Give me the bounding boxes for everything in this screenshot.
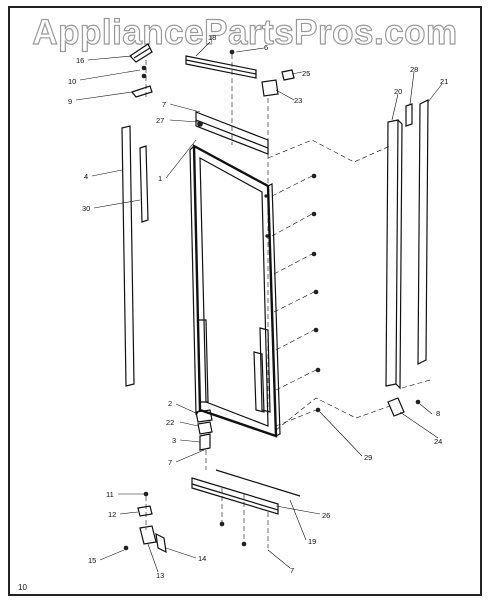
callout-7-bottom: 7 (290, 566, 294, 575)
callout-1: 1 (158, 174, 162, 183)
callout-24: 24 (434, 437, 442, 446)
door-frame (189, 143, 281, 438)
callout-labels: 16 18 6 25 28 21 10 9 23 20 7 27 1 4 30 … (68, 33, 448, 580)
right-trim-strips (385, 99, 431, 390)
callout-9: 9 (68, 97, 72, 106)
callout-11: 11 (106, 490, 114, 499)
bottom-hinge-bar (191, 469, 301, 548)
callout-16: 16 (76, 56, 84, 65)
callout-27: 27 (156, 116, 164, 125)
callout-8: 8 (436, 409, 440, 418)
watermark: AppliancePartsPros.com (32, 13, 457, 52)
callout-20: 20 (394, 87, 402, 96)
callout-12: 12 (108, 510, 116, 519)
leader-lines (75, 41, 443, 573)
callout-15: 15 (88, 556, 96, 565)
page-number: 10 (18, 583, 27, 592)
callout-18: 18 (208, 33, 216, 42)
hinge-bushing (261, 69, 295, 420)
callout-2: 2 (168, 399, 172, 408)
callout-3: 3 (172, 436, 176, 445)
door-top-cap (195, 111, 269, 155)
top-hinge-bar (185, 49, 257, 145)
callout-23: 23 (294, 96, 302, 105)
callout-21: 21 (440, 77, 448, 86)
top-hinge-assembly (129, 43, 153, 100)
callout-30: 30 (82, 204, 90, 213)
callout-4: 4 (84, 172, 88, 181)
guide-line-top (267, 139, 391, 163)
callout-10: 10 (68, 77, 76, 86)
callout-19: 19 (308, 537, 316, 546)
callout-7-mid: 7 (168, 458, 172, 467)
callout-25: 25 (302, 69, 310, 78)
callout-28: 28 (410, 65, 418, 74)
frame-screws (271, 173, 321, 427)
left-gasket-strip (121, 125, 149, 387)
diagram-frame (8, 6, 482, 596)
callout-29: 29 (364, 453, 372, 462)
callout-13: 13 (156, 571, 164, 580)
callout-6-top: 6 (264, 43, 268, 52)
lower-door-hinge (195, 409, 213, 470)
callout-22: 22 (166, 418, 174, 427)
guide-line-bottom (275, 397, 391, 431)
callout-26: 26 (322, 511, 330, 520)
callout-14: 14 (198, 554, 206, 563)
callout-7-top: 7 (162, 100, 166, 109)
bottom-right-hinge (387, 397, 421, 417)
bottom-left-hinge-hardware (123, 491, 167, 554)
